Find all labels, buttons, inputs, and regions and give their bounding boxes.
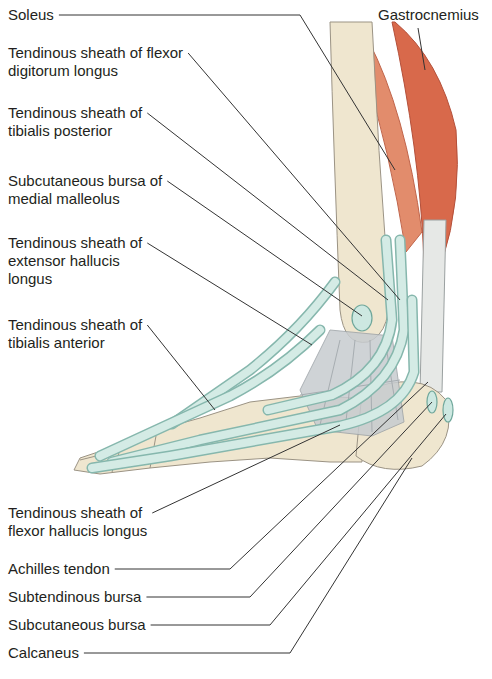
leader-line bbox=[418, 28, 425, 70]
leader-line bbox=[147, 113, 388, 300]
part-label: Tendinous sheath of tibialis posterior bbox=[8, 104, 158, 140]
leader-line bbox=[167, 181, 362, 316]
part-label: Gastrocnemius bbox=[378, 6, 488, 24]
part-label: Achilles tendon bbox=[8, 560, 158, 578]
sheath-outline bbox=[112, 240, 404, 462]
subcutaneous-bursa bbox=[443, 398, 453, 422]
malleolar-bursa bbox=[352, 305, 372, 331]
leader-line bbox=[59, 15, 395, 170]
part-label: Soleus bbox=[8, 6, 88, 24]
part-label: Subtendinous bursa bbox=[8, 588, 168, 606]
leader-line bbox=[152, 425, 340, 513]
part-label: Tendinous sheath of flexor hallucis long… bbox=[8, 504, 183, 540]
sheath-flexor-digitorum bbox=[112, 240, 404, 462]
part-label: Subcutaneous bursa bbox=[8, 616, 168, 634]
leader-line bbox=[188, 53, 400, 300]
leader-line bbox=[115, 382, 428, 569]
leader-line bbox=[151, 414, 446, 625]
part-label: Tendinous sheath of extensor hallucis lo… bbox=[8, 234, 158, 288]
leader-line bbox=[147, 243, 312, 345]
part-label: Subcutaneous bursa of medial malleolus bbox=[8, 172, 168, 208]
leader-line bbox=[147, 325, 215, 410]
part-label: Calcaneus bbox=[8, 644, 128, 662]
part-label: Tendinous sheath of flexor digitorum lon… bbox=[8, 44, 193, 80]
leader-line bbox=[146, 402, 432, 597]
achilles-tendon bbox=[420, 220, 446, 392]
part-label: Tendinous sheath of tibialis anterior bbox=[8, 316, 158, 352]
